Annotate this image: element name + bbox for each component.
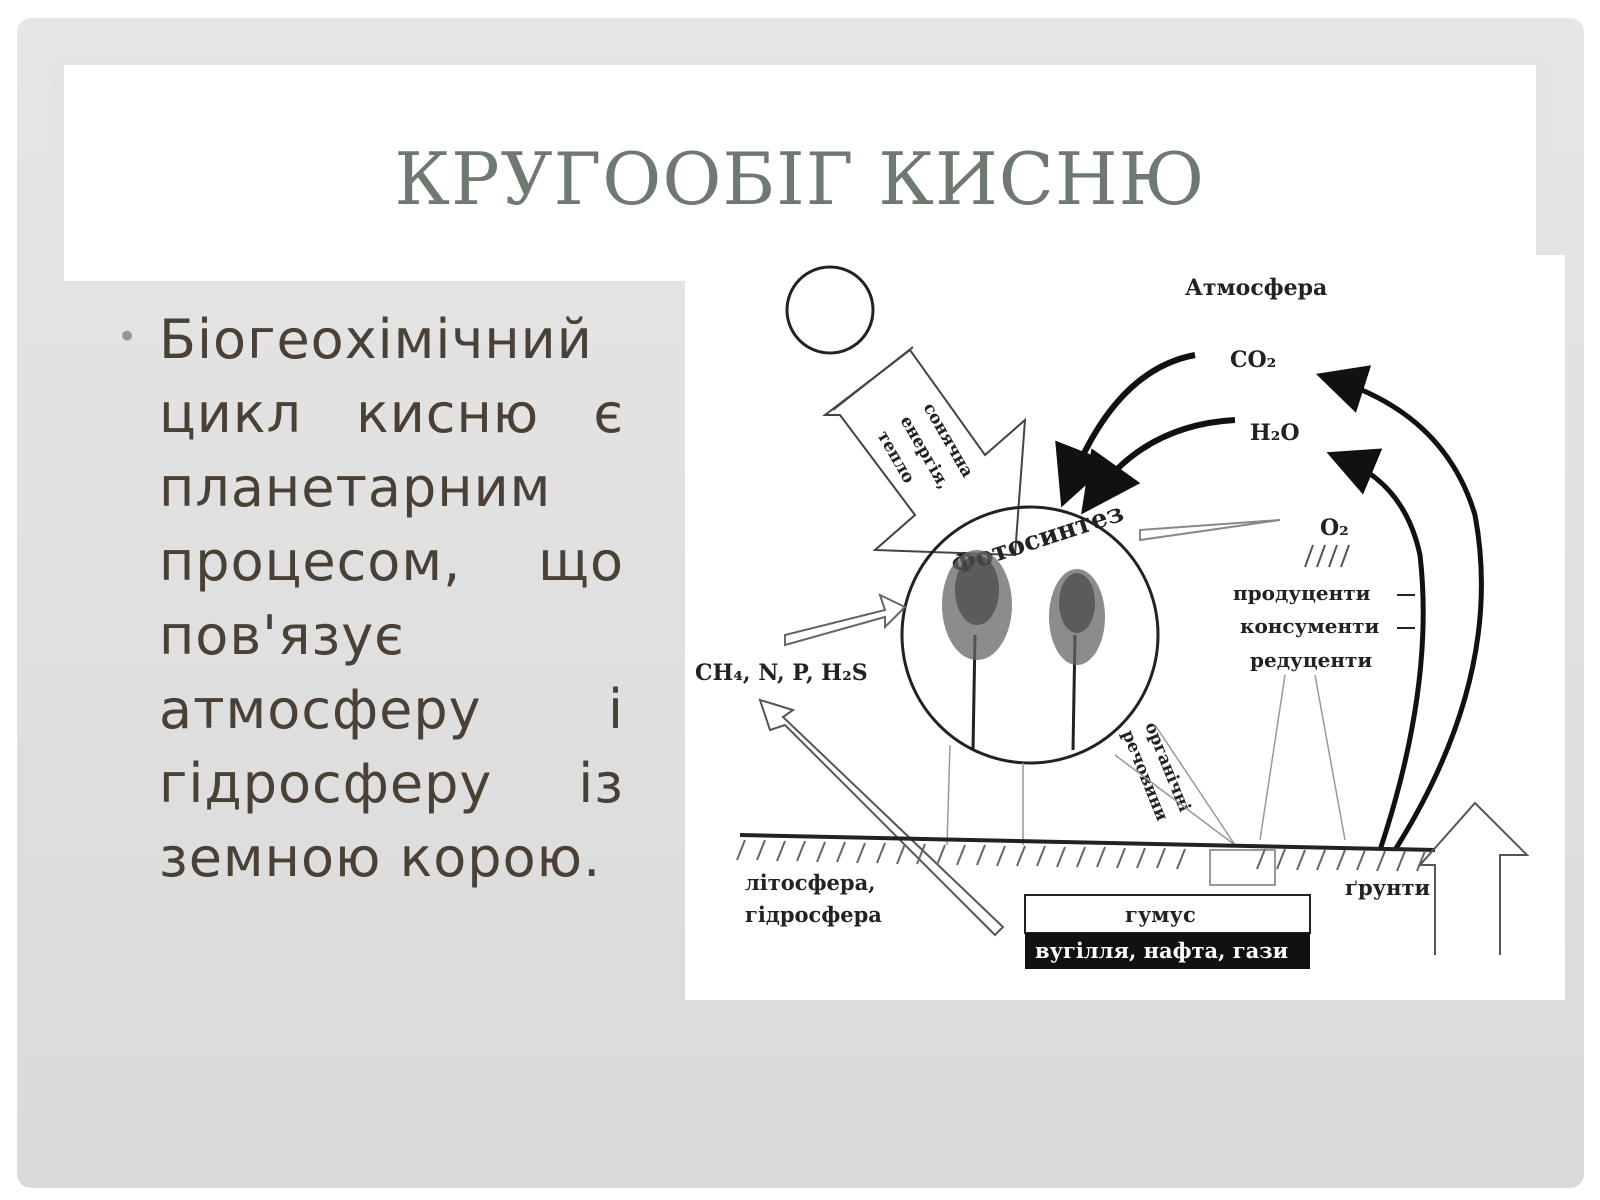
fossils-box [1025,933,1310,969]
lithosphere-up-arrow [758,698,1005,937]
return-arrow-co2 [1315,365,1484,852]
slide-title: КРУГООБІГ КИСНЮ [394,137,1206,221]
humus-box [1024,894,1311,934]
bullet-icon: • [117,317,138,357]
h2o-label: H₂O [1250,420,1300,446]
title-box: КРУГООБІГ КИСНЮ [64,65,1536,281]
reducers-label: редуценти [1250,648,1372,672]
elements-to-photosynthesis-arrow [784,593,907,647]
oxygen-hatch [1304,544,1350,568]
decomposition-box [1209,849,1276,886]
producers-label: продуценти [1233,581,1371,605]
atmosphere-label: Атмосфера [1185,275,1327,301]
body-text: • Біогеохімічний цикл кисню є планетарни… [117,303,657,895]
h2o-arrow [1081,417,1236,515]
co2-arrow [1055,352,1196,508]
ground-line [739,833,1436,852]
solar-energy-arrow [822,346,1027,557]
elements-label: CH₄, N, P, H₂S [695,660,868,686]
tree-icon [1049,569,1105,751]
humus-label: гумус [1125,902,1196,927]
photosynthesis-circle [900,505,1160,765]
return-arrow-h2o [1326,448,1426,851]
tree-icon [942,550,1012,751]
ground-hatch [736,839,1426,872]
soils-up-arrow [1417,801,1530,955]
co2-label: CO₂ [1230,347,1276,373]
hydrosphere-label: гідросфера [745,902,882,927]
decomposition-lines [946,674,1346,846]
consumers-label: консументи [1240,614,1380,638]
oxygen-arrow [1139,519,1281,542]
soils-label: ґрунти [1345,875,1430,900]
fossils-label: вугілля, нафта, гази [1035,938,1288,963]
sun-icon [785,265,875,355]
lithosphere-label: літосфера, [745,870,876,895]
oxygen-cycle-diagram: сонячна енергія, тепло Атмосфера CO₂ H₂O… [685,255,1565,1000]
bullet-item: • Біогеохімічний цикл кисню є планетарни… [117,303,657,895]
bullet-text: Біогеохімічний цикл кисню є планетарним … [159,308,624,889]
o2-label: O₂ [1320,515,1349,541]
